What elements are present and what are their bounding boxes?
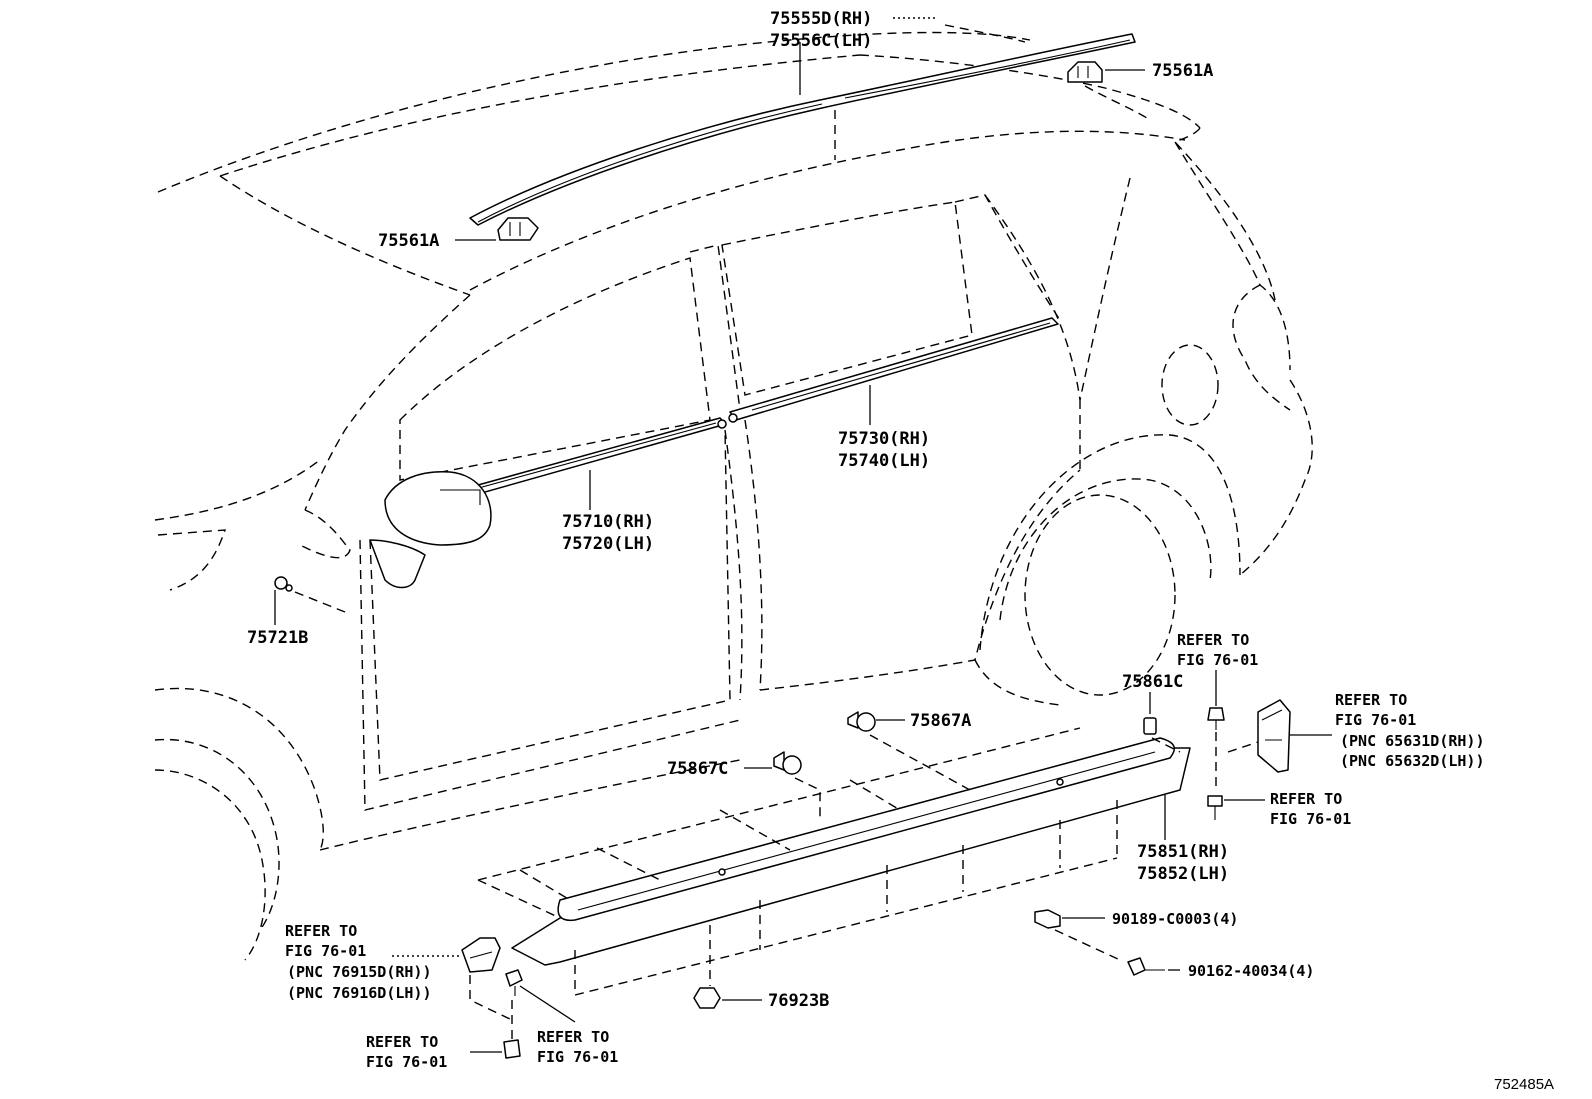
side-mirror bbox=[369, 471, 492, 589]
ref-front-bracket-line2: FIG 76-01 bbox=[285, 942, 366, 960]
label-75561a-front: 75561A bbox=[378, 231, 439, 251]
rocker-install-lines bbox=[477, 727, 1118, 996]
label-75867c: 75867C bbox=[667, 759, 728, 779]
ref-bracket-line2: FIG 76-01 bbox=[1335, 711, 1416, 729]
ref-bracket-pnc-lh: (PNC 65632D(LH)) bbox=[1340, 752, 1485, 770]
ref-lower-front-line1: REFER TO bbox=[366, 1033, 438, 1051]
clip-75561a-rear bbox=[1067, 61, 1103, 83]
clip-75721b bbox=[274, 576, 293, 592]
rear-door-belt-molding bbox=[728, 317, 1059, 423]
clip-76923b bbox=[693, 987, 721, 1009]
clip-75861c bbox=[1143, 717, 1157, 735]
label-90189-c0003: 90189-C0003(4) bbox=[1112, 910, 1238, 928]
label-75721b: 75721B bbox=[247, 628, 308, 648]
ref-upper-bolt-line2: FIG 76-01 bbox=[1177, 651, 1258, 669]
clip-75561a-front bbox=[497, 217, 539, 241]
clip-75867a bbox=[847, 711, 876, 732]
ref-bracket-pnc-rh: (PNC 65631D(RH)) bbox=[1340, 732, 1485, 750]
label-75867a: 75867A bbox=[910, 711, 971, 731]
rocker-panel-molding bbox=[511, 737, 1191, 966]
roof-rail-molding bbox=[469, 33, 1136, 226]
screw-90162 bbox=[1127, 957, 1165, 976]
ref-upper-front-line1: REFER TO bbox=[537, 1028, 609, 1046]
front-bolt-lower bbox=[503, 1039, 521, 1059]
label-75740-lh: 75740(LH) bbox=[838, 451, 930, 471]
ref-upper-front-line2: FIG 76-01 bbox=[537, 1048, 618, 1066]
bracket-bolt-upper bbox=[1207, 707, 1225, 730]
label-75851-rh: 75851(RH) bbox=[1137, 842, 1229, 862]
label-75561a-rear: 75561A bbox=[1152, 61, 1213, 81]
bracket-bolt-lower bbox=[1207, 795, 1223, 820]
clip-75867c bbox=[773, 751, 802, 775]
front-bracket bbox=[461, 937, 501, 973]
label-75730-rh: 75730(RH) bbox=[838, 429, 930, 449]
ref-upper-bolt-line1: REFER TO bbox=[1177, 631, 1249, 649]
label-75720-lh: 75720(LH) bbox=[562, 534, 654, 554]
ref-front-bracket-pnc-rh: (PNC 76915D(RH)) bbox=[287, 963, 432, 981]
ref-bracket-line1: REFER TO bbox=[1335, 691, 1407, 709]
ref-lower-bolt-line1: REFER TO bbox=[1270, 790, 1342, 808]
label-76923b: 76923B bbox=[768, 991, 829, 1011]
ref-front-bracket-line1: REFER TO bbox=[285, 922, 357, 940]
label-75555d-rh: 75555D(RH) bbox=[770, 9, 872, 29]
rear-bracket bbox=[1257, 699, 1291, 773]
label-75852-lh: 75852(LH) bbox=[1137, 864, 1229, 884]
label-90162-40034: 90162-40034(4) bbox=[1188, 962, 1314, 980]
diagram-id: 752485A bbox=[1494, 1076, 1554, 1093]
nut-90189 bbox=[1034, 909, 1061, 929]
ref-front-bracket-pnc-lh: (PNC 76916D(LH)) bbox=[287, 984, 432, 1002]
ref-lower-bolt-line2: FIG 76-01 bbox=[1270, 810, 1351, 828]
front-bolt-upper bbox=[505, 969, 523, 996]
ref-lower-front-line2: FIG 76-01 bbox=[366, 1053, 447, 1071]
vehicle-body-outline bbox=[154, 31, 1313, 961]
label-75556c-lh: 75556C(LH) bbox=[770, 31, 872, 51]
label-75710-rh: 75710(RH) bbox=[562, 512, 654, 532]
label-75861c: 75861C bbox=[1122, 672, 1183, 692]
